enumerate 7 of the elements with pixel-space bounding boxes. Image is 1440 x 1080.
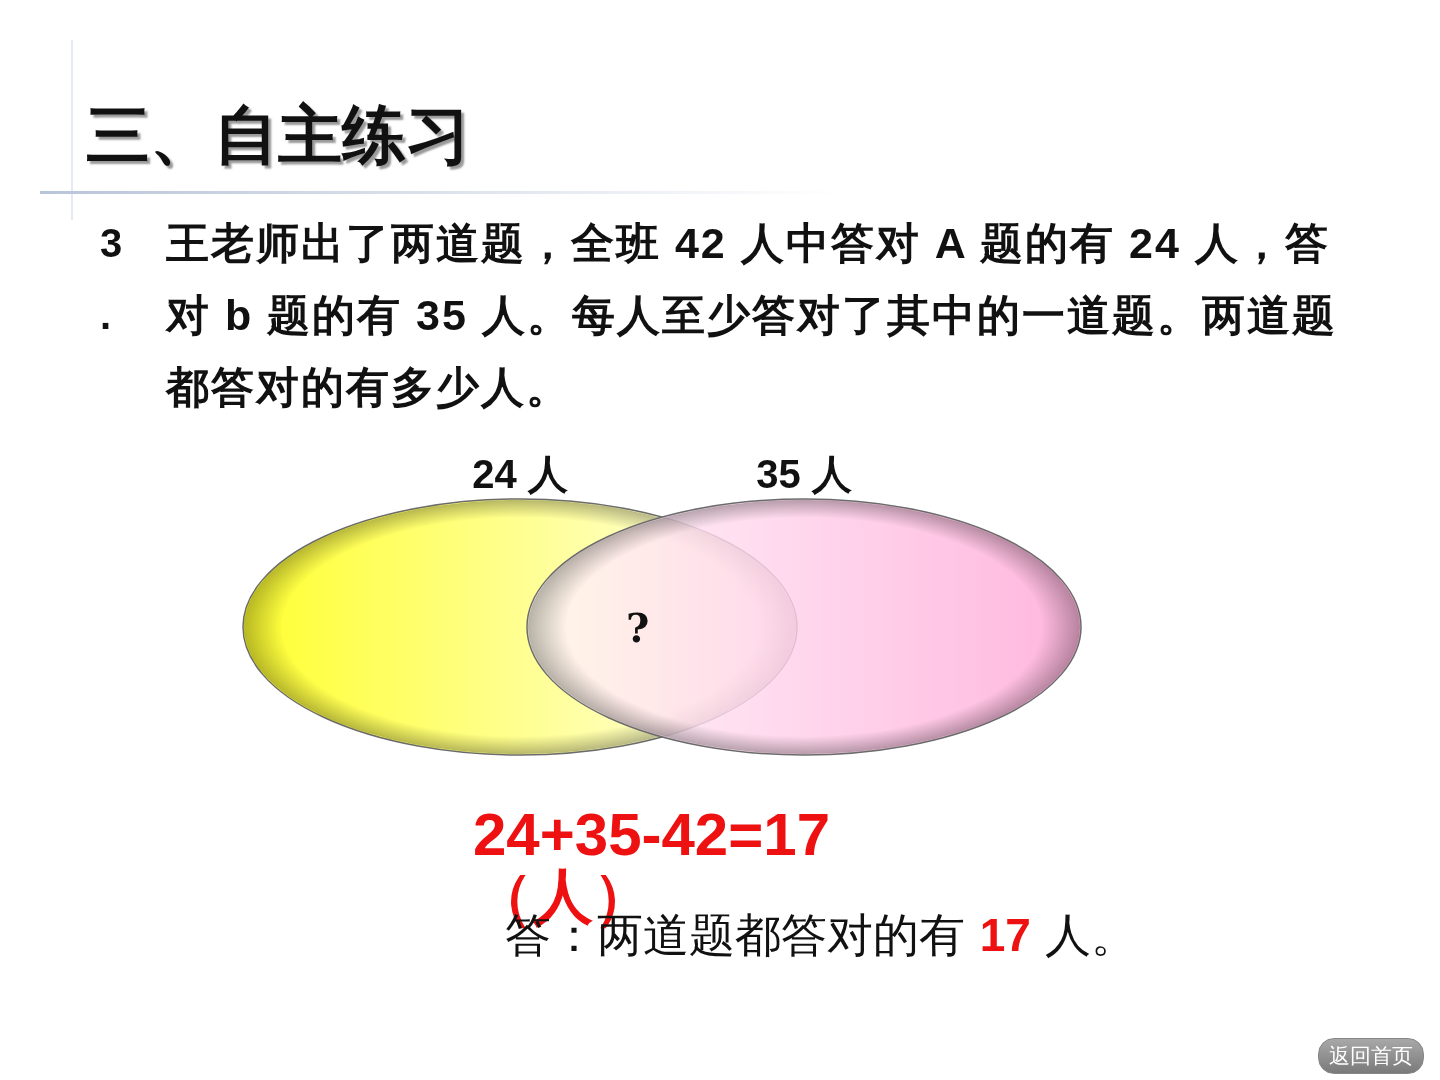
question-number: 3. [100,220,124,339]
slide-title: 三、自主练习 [86,100,470,171]
set-label: 35 人 [756,452,852,496]
question-mark: ? [626,605,650,651]
home-button: 返回首页 [1318,1038,1424,1074]
problem-text: 王老师出了两道题，全班 42 人中答对 A 题的有 24 人，答对 b 题的有 35 人。每人至少答对了其中的一道题。两道题都答对的有多少人。 [166,218,1338,413]
set-label: 24 人 [472,452,568,496]
